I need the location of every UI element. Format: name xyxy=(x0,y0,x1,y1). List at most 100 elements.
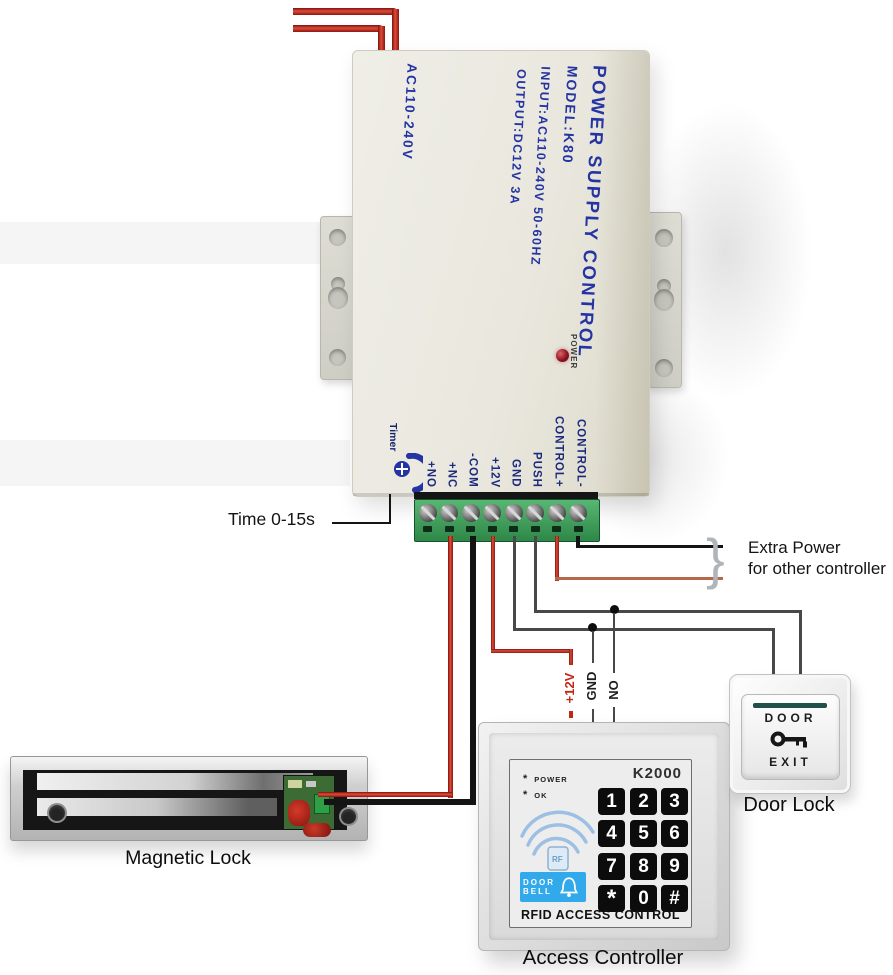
power-led xyxy=(556,349,569,362)
wire-label-12v: +12V xyxy=(562,665,577,711)
wire-control-minus xyxy=(576,545,723,548)
bell-icon xyxy=(559,877,579,898)
maglock-wire-tail xyxy=(303,823,331,837)
access-controller-panel: K2000 * POWER * OK RF DOOR BELL xyxy=(509,759,692,928)
keypad-key-1[interactable]: 1 xyxy=(598,788,625,815)
psu-model-label: MODEL:K80 xyxy=(559,65,581,166)
magnetic-lock-caption: Magnetic Lock xyxy=(125,847,251,869)
power-indicator-row: * POWER xyxy=(523,773,568,785)
background-band xyxy=(0,222,350,264)
psu-mount-ear-right xyxy=(646,212,682,388)
rf-fob-label: RF xyxy=(552,855,563,864)
wire-12v-red xyxy=(491,649,573,653)
doorbell-label: DOOR xyxy=(523,878,555,887)
keypad-key-5[interactable]: 5 xyxy=(630,820,657,847)
wire-label-gnd: GND xyxy=(584,663,599,709)
pcb-component xyxy=(306,781,316,787)
wire-gnd-gray xyxy=(513,628,775,631)
keypad-key-6[interactable]: 6 xyxy=(661,820,688,847)
terminal-screw[interactable] xyxy=(505,504,523,522)
terminal-slot xyxy=(552,526,561,532)
power-indicator-dot: * xyxy=(523,773,529,785)
door-text: DOOR xyxy=(764,711,817,725)
terminal-slot xyxy=(509,526,518,532)
keypad-key-8[interactable]: 8 xyxy=(630,853,657,880)
terminal-label-control-minus: CONTROL- xyxy=(574,419,587,488)
wire-to-doorlock xyxy=(799,610,802,677)
extra-power-brace: } xyxy=(706,527,725,590)
terminal-screw[interactable] xyxy=(569,504,587,522)
wire-com-black xyxy=(324,799,476,805)
wire-control-plus xyxy=(555,536,559,581)
mains-wire-2 xyxy=(378,26,385,52)
power-led-label: POWER xyxy=(569,334,578,370)
terminal-screw[interactable] xyxy=(526,504,544,522)
terminal-label-no: +NO xyxy=(424,461,437,488)
wire-12v-red xyxy=(569,649,573,663)
keypad-key-hash[interactable]: # xyxy=(661,885,688,912)
terminal-slot xyxy=(488,526,497,532)
timer-dial-icon[interactable] xyxy=(393,453,423,497)
terminal-slot xyxy=(423,526,432,532)
wire-push-gray xyxy=(534,536,537,612)
rfid-waves-icon: RF xyxy=(520,810,595,871)
wire-nc-red xyxy=(318,792,452,797)
keypad-key-7[interactable]: 7 xyxy=(598,853,625,880)
door-lock-caption: Door Lock xyxy=(743,794,835,816)
keypad-key-star[interactable]: * xyxy=(598,885,625,912)
keypad-key-0[interactable]: 0 xyxy=(630,885,657,912)
mount-hole xyxy=(655,229,673,247)
keypad-key-9[interactable]: 9 xyxy=(661,853,688,880)
terminal-screw[interactable] xyxy=(440,504,458,522)
terminal-label-control-plus: CONTROL+ xyxy=(552,416,565,488)
terminal-screw[interactable] xyxy=(548,504,566,522)
terminal-slot xyxy=(574,526,583,532)
ok-indicator-label: OK xyxy=(534,790,548,800)
exit-button[interactable]: DOOR EXIT xyxy=(741,694,840,780)
wire-junction-dot xyxy=(588,623,597,632)
pcb-component xyxy=(288,780,302,788)
exit-text: EXIT xyxy=(769,755,812,769)
wire-label-no: NO xyxy=(606,673,621,707)
mains-wire-1 xyxy=(392,9,399,50)
psu-mount-ear-left xyxy=(320,216,356,380)
terminal-slot xyxy=(531,526,540,532)
terminal-screw[interactable] xyxy=(483,504,501,522)
ok-indicator-row: * OK xyxy=(523,789,548,801)
doorbell-button[interactable]: DOOR BELL xyxy=(520,872,586,902)
timer-label: Timer xyxy=(387,423,399,452)
wire-com-black xyxy=(470,536,476,805)
exit-button-bar xyxy=(753,703,827,708)
power-indicator-label: POWER xyxy=(534,774,568,784)
terminal-screw[interactable] xyxy=(419,504,437,522)
mount-keyhole xyxy=(654,289,674,311)
mount-hole xyxy=(655,359,673,377)
mount-keyhole xyxy=(328,287,348,309)
wire-push-gray xyxy=(534,610,802,613)
magnetic-lock xyxy=(10,756,368,841)
maglock-screw-hole xyxy=(341,809,356,824)
wire-12v-red xyxy=(491,536,495,653)
access-controller: K2000 * POWER * OK RF DOOR BELL xyxy=(478,722,730,951)
keypad-key-2[interactable]: 2 xyxy=(630,788,657,815)
psu-output-label: OUTPUT:DC12V 3A xyxy=(507,68,529,206)
wire-to-doorlock xyxy=(772,628,775,677)
doorbell-label: BELL xyxy=(523,887,552,896)
wire-control-plus xyxy=(555,577,723,580)
mount-hole xyxy=(329,349,346,366)
mains-wire-2 xyxy=(293,25,385,32)
maglock-bar xyxy=(37,798,277,816)
controller-model: K2000 xyxy=(632,765,682,782)
background-band xyxy=(0,440,350,486)
keypad-key-3[interactable]: 3 xyxy=(661,788,688,815)
terminal-screw[interactable] xyxy=(462,504,480,522)
wire-junction-dot xyxy=(610,605,619,614)
timer-callout-line xyxy=(332,522,391,524)
psu-input-label: INPUT:AC110-240V 50-60HZ xyxy=(528,66,553,267)
wire-control-minus xyxy=(576,536,580,548)
terminal-slot xyxy=(445,526,454,532)
terminal-label-12v: +12V xyxy=(488,456,501,488)
keypad-key-4[interactable]: 4 xyxy=(598,820,625,847)
wire-nc-red xyxy=(448,536,453,798)
